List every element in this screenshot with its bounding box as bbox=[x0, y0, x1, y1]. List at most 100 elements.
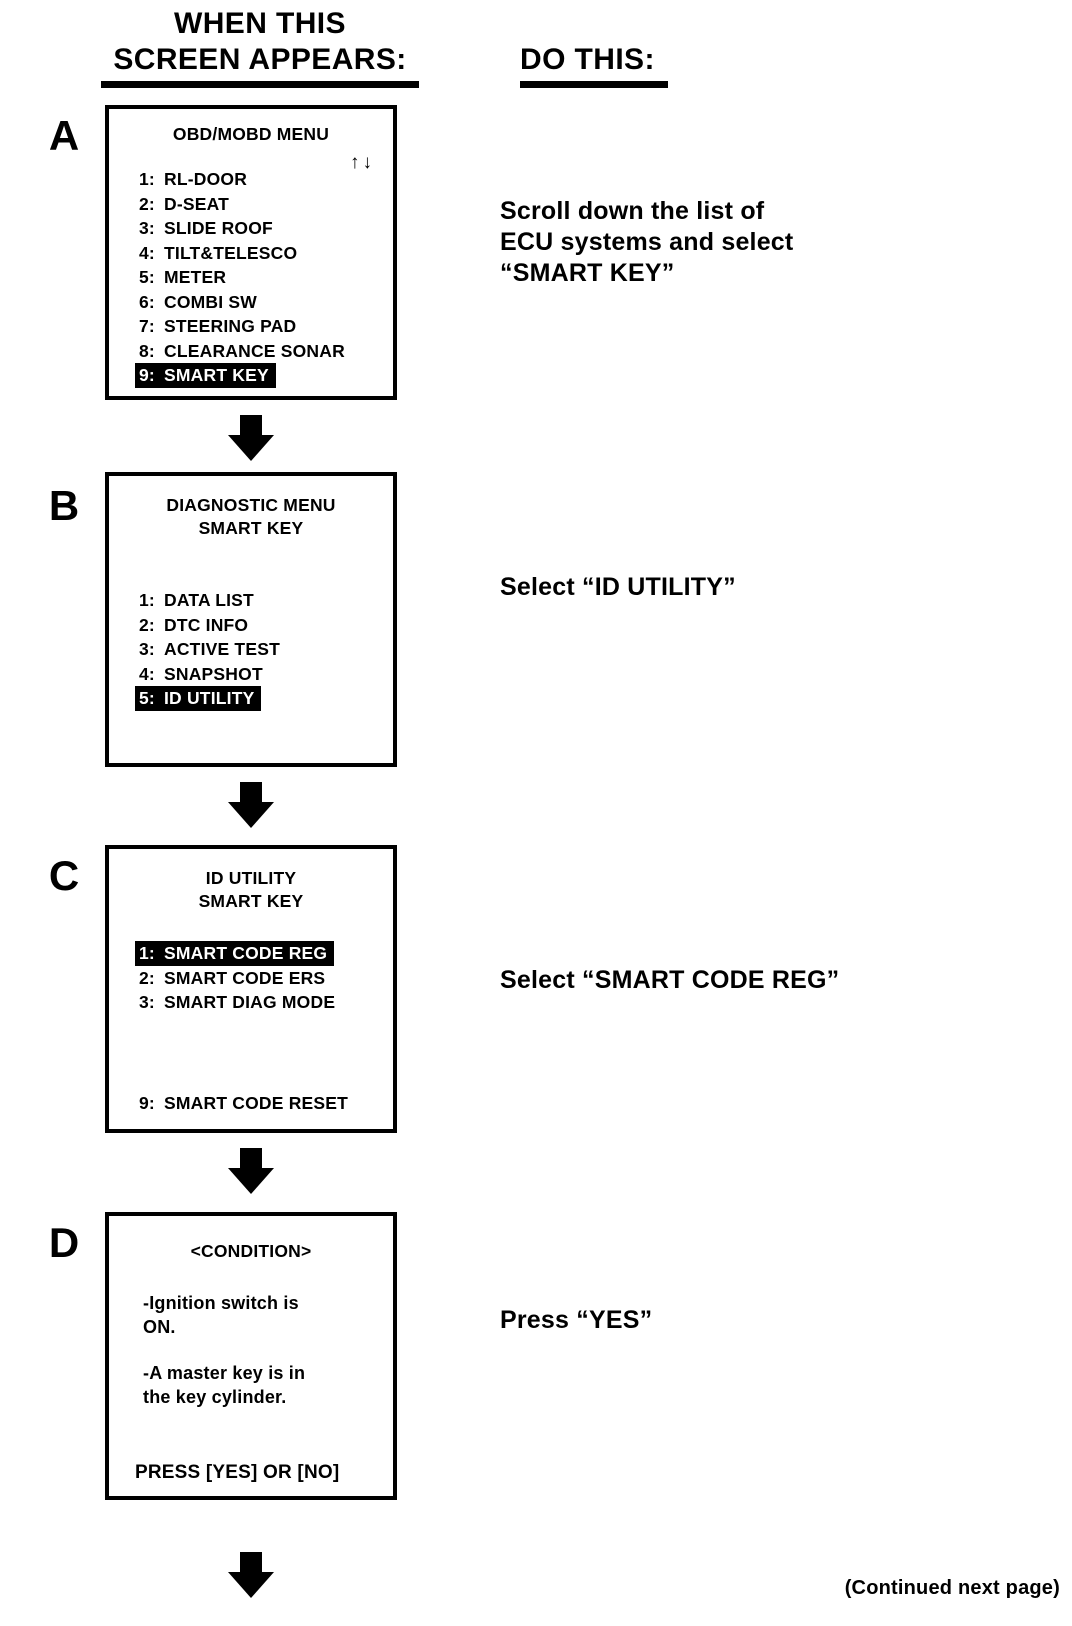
menu-item-data-list[interactable]: 1: DATA LIST bbox=[109, 588, 393, 613]
menu-item-label: STEERING PAD bbox=[164, 316, 297, 336]
screen-c-title-line1: ID UTILITY bbox=[205, 868, 297, 888]
screen-b-diagnostic-menu: DIAGNOSTIC MENU SMART KEY 1: DATA LIST 2:… bbox=[105, 472, 397, 767]
screen-d-prompt: PRESS [YES] OR [NO] bbox=[135, 1462, 340, 1483]
screen-d-condition: <CONDITION> -Ignition switch is ON. -A m… bbox=[105, 1212, 397, 1500]
condition-item-ignition-switch: -Ignition switch is ON. bbox=[143, 1293, 299, 1337]
screen-b-menu-list[interactable]: 1: DATA LIST 2: DTC INFO 3: ACTIVE TEST 4: S… bbox=[109, 588, 393, 711]
menu-item-number: 2: bbox=[139, 967, 155, 988]
menu-item-number: 5: bbox=[139, 688, 155, 708]
menu-item-combi-sw[interactable]: 6: COMBI SW bbox=[109, 290, 393, 315]
menu-item-tilt-telesco[interactable]: 4: TILT&TELESCO bbox=[109, 241, 393, 266]
header-left-line1: WHEN THIS bbox=[174, 7, 346, 40]
menu-item-smart-code-reset[interactable]: 9: SMART CODE RESET bbox=[109, 1091, 355, 1116]
header-do-this: DO THIS: bbox=[520, 42, 780, 88]
arrow-head bbox=[228, 1572, 274, 1598]
menu-item-number: 2: bbox=[139, 614, 155, 635]
menu-item-label: SMART CODE ERS bbox=[164, 967, 326, 988]
arrow-shaft bbox=[240, 1148, 262, 1170]
instruction-step-d: Press “YES” bbox=[500, 1306, 653, 1334]
continued-next-page-note: (Continued next page) bbox=[844, 1577, 1060, 1599]
menu-item-number: 4: bbox=[139, 663, 155, 684]
menu-item-clearance-sonar[interactable]: 8: CLEARANCE SONAR bbox=[109, 339, 393, 364]
arrow-head bbox=[228, 802, 274, 828]
menu-item-label: DTC INFO bbox=[164, 614, 249, 635]
header-left-line2: SCREEN APPEARS: bbox=[113, 43, 407, 76]
menu-item-number: 6: bbox=[139, 291, 155, 312]
scroll-arrows-icon: ↑↓ bbox=[350, 152, 375, 173]
screen-c-id-utility: ID UTILITY SMART KEY 1: SMART CODE REG 2:… bbox=[105, 845, 397, 1133]
menu-item-steering-pad[interactable]: 7: STEERING PAD bbox=[109, 314, 393, 339]
menu-item-label: SNAPSHOT bbox=[164, 663, 263, 684]
menu-item-smart-code-reg[interactable]: 1: SMART CODE REG bbox=[109, 941, 393, 966]
arrow-shaft bbox=[240, 782, 262, 804]
menu-item-label: SMART KEY bbox=[164, 365, 269, 385]
arrow-shaft bbox=[240, 1552, 262, 1574]
menu-item-number: 1: bbox=[139, 590, 155, 610]
menu-item-number: 8: bbox=[139, 340, 155, 361]
menu-item-dtc-info[interactable]: 2: DTC INFO bbox=[109, 613, 393, 638]
step-letter-c: C bbox=[48, 852, 80, 899]
header-right-label: DO THIS: bbox=[520, 43, 655, 76]
menu-item-label: COMBI SW bbox=[164, 291, 257, 312]
menu-item-slide-roof[interactable]: 3: SLIDE ROOF bbox=[109, 216, 393, 241]
menu-item-label: ACTIVE TEST bbox=[164, 639, 280, 659]
header-right-underline bbox=[520, 81, 668, 88]
step-letter-d: D bbox=[48, 1219, 80, 1266]
screen-c-menu-list[interactable]: 1: SMART CODE REG 2: SMART CODE ERS 3: SMAR… bbox=[109, 941, 393, 1015]
instruction-step-b: Select “ID UTILITY” bbox=[500, 573, 736, 601]
menu-item-label: ID UTILITY bbox=[164, 688, 255, 708]
flow-arrow-d-to-next-page bbox=[228, 1552, 274, 1598]
menu-item-meter[interactable]: 5: METER bbox=[109, 265, 393, 290]
menu-item-number: 3: bbox=[139, 218, 155, 238]
menu-item-label: DATA LIST bbox=[164, 590, 254, 610]
menu-item-number: 1: bbox=[139, 169, 155, 189]
menu-item-label: CLEARANCE SONAR bbox=[164, 340, 345, 361]
menu-item-d-seat[interactable]: 2: D-SEAT bbox=[109, 192, 393, 217]
screen-a-obd-mobd-menu: OBD/MOBD MENU ↑↓ 1: RL-DOOR 2: D-SEAT 3: SL… bbox=[105, 105, 397, 400]
menu-item-smart-code-ers[interactable]: 2: SMART CODE ERS bbox=[109, 966, 393, 991]
menu-item-rl-door[interactable]: 1: RL-DOOR bbox=[109, 167, 393, 192]
menu-item-smart-diag-mode[interactable]: 3: SMART DIAG MODE bbox=[109, 990, 393, 1015]
menu-item-number: 9: bbox=[139, 365, 155, 385]
header-when-this-screen-appears: WHEN THIS SCREEN APPEARS: bbox=[90, 6, 430, 88]
menu-item-number: 4: bbox=[139, 242, 155, 263]
menu-item-id-utility[interactable]: 5: ID UTILITY bbox=[109, 686, 393, 711]
flow-arrow-a-to-b bbox=[228, 415, 274, 461]
menu-item-number: 9: bbox=[139, 1092, 155, 1113]
screen-a-title: OBD/MOBD MENU bbox=[172, 124, 330, 144]
screen-d-title: <CONDITION> bbox=[190, 1241, 312, 1261]
instruction-step-c: Select “SMART CODE REG” bbox=[500, 966, 840, 994]
screen-a-menu-list[interactable]: 1: RL-DOOR 2: D-SEAT 3: SLIDE ROOF 4: TILT&T… bbox=[109, 167, 393, 388]
menu-item-number: 1: bbox=[139, 943, 155, 963]
header-left-underline bbox=[101, 81, 419, 88]
menu-item-number: 2: bbox=[139, 193, 155, 214]
page-header: WHEN THIS SCREEN APPEARS: DO THIS: bbox=[0, 0, 1072, 90]
step-letter-a: A bbox=[48, 112, 80, 159]
menu-item-label: SLIDE ROOF bbox=[164, 218, 273, 238]
flow-arrow-b-to-c bbox=[228, 782, 274, 828]
screen-c-title-line2: SMART KEY bbox=[198, 891, 304, 911]
menu-item-label: RL-DOOR bbox=[164, 169, 248, 189]
menu-item-snapshot[interactable]: 4: SNAPSHOT bbox=[109, 662, 393, 687]
condition-item-master-key: -A master key is in the key cylinder. bbox=[143, 1363, 306, 1407]
screen-b-title-line1: DIAGNOSTIC MENU bbox=[166, 495, 336, 515]
menu-item-number: 5: bbox=[139, 267, 155, 287]
menu-item-label: SMART CODE REG bbox=[164, 943, 328, 963]
screen-b-title-line2: SMART KEY bbox=[198, 518, 304, 538]
instruction-step-a: Scroll down the list of ECU systems and … bbox=[500, 197, 794, 287]
arrow-head bbox=[228, 1168, 274, 1194]
menu-item-label: D-SEAT bbox=[164, 193, 230, 214]
menu-item-smart-key[interactable]: 9: SMART KEY bbox=[109, 363, 393, 388]
step-letter-b: B bbox=[48, 482, 80, 529]
menu-item-label: TILT&TELESCO bbox=[164, 242, 298, 263]
arrow-shaft bbox=[240, 415, 262, 437]
menu-item-number: 7: bbox=[139, 316, 155, 336]
flow-arrow-c-to-d bbox=[228, 1148, 274, 1194]
menu-item-label: METER bbox=[164, 267, 227, 287]
menu-item-label: SMART CODE RESET bbox=[164, 1092, 349, 1113]
menu-item-active-test[interactable]: 3: ACTIVE TEST bbox=[109, 637, 393, 662]
menu-item-label: SMART DIAG MODE bbox=[164, 992, 336, 1012]
menu-item-number: 3: bbox=[139, 992, 155, 1012]
arrow-head bbox=[228, 435, 274, 461]
menu-item-number: 3: bbox=[139, 639, 155, 659]
